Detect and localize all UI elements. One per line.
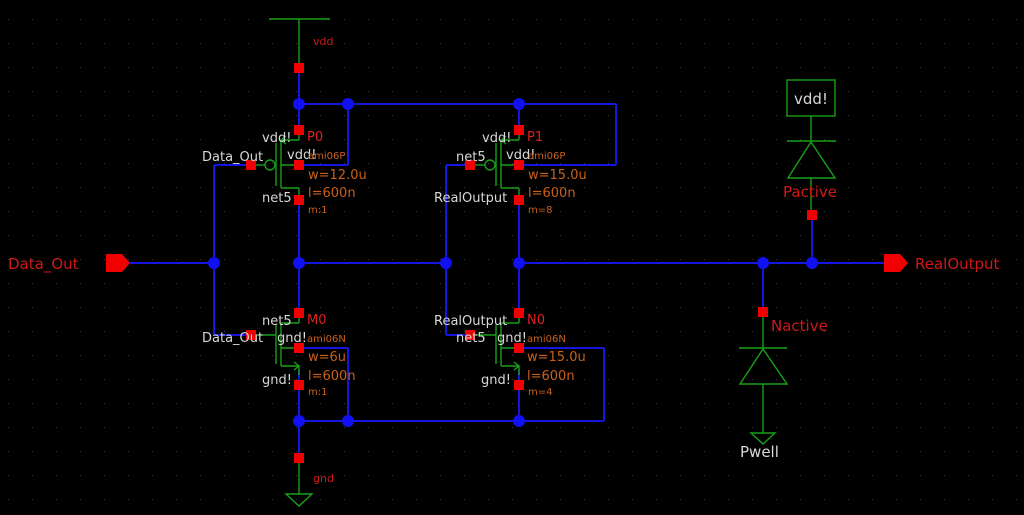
p1-multiplier: m=8 — [528, 205, 552, 216]
n0-multiplier: m=4 — [528, 387, 552, 398]
m0-length: l=600n — [308, 369, 356, 384]
junction-dot — [513, 415, 525, 427]
transistor-n0[interactable]: RealOutput net5 gnd! gnd! N0 ami06N w=15… — [434, 308, 586, 398]
gnd-supply-symbol[interactable]: gnd — [284, 453, 334, 507]
gnd-pin[interactable] — [294, 453, 304, 463]
p1-width: w=15.0u — [528, 168, 587, 183]
transistor-p0[interactable]: vdd! Data_Out vdd! net5 P0 ami06P w=12.0… — [202, 125, 367, 216]
nactive-label: Nactive — [771, 317, 828, 335]
p1-source-net: vdd! — [482, 131, 511, 146]
m0-source-net: gnd! — [262, 373, 292, 388]
p1-instance-name: P1 — [527, 130, 543, 145]
p1-gate-net: net5 — [456, 150, 486, 165]
pwell-label: Pwell — [740, 443, 779, 461]
transistor-m0[interactable]: net5 Data_Out gnd! gnd! M0 ami06N w=6u l… — [202, 308, 356, 398]
m0-bulk-net: gnd! — [277, 331, 307, 346]
junction-dot — [513, 257, 525, 269]
transistor-p1[interactable]: vdd! net5 vdd! RealOutput P1 ami06P w=15… — [434, 125, 587, 216]
p0-instance-name: P0 — [307, 130, 323, 145]
junction-dot — [440, 257, 452, 269]
junction-dot — [293, 415, 305, 427]
n0-source-net: gnd! — [481, 373, 511, 388]
junction-dot — [293, 98, 305, 110]
input-port-data-out[interactable]: Data_Out — [8, 254, 130, 274]
n0-bulk-net: gnd! — [497, 331, 527, 346]
n0-gate-net: net5 — [456, 331, 486, 346]
p0-model: ami06P — [308, 151, 345, 162]
junction-dot — [208, 257, 220, 269]
p1-bulk-net: vdd! — [506, 148, 535, 163]
vdd-pin[interactable] — [294, 63, 304, 73]
p0-bulk-net: vdd! — [287, 148, 316, 163]
junction-dot — [293, 257, 305, 269]
input-port-label: Data_Out — [8, 255, 79, 274]
n0-width: w=15.0u — [527, 350, 586, 365]
wires — [130, 68, 884, 458]
input-pin-icon — [106, 254, 130, 272]
n0-drain-net: RealOutput — [434, 314, 507, 329]
junction-dot — [342, 415, 354, 427]
junction-dots — [208, 98, 818, 427]
vdd-supply-symbol[interactable]: vdd — [269, 18, 333, 73]
p0-multiplier: m:1 — [308, 205, 327, 216]
pactive-top-net: vdd! — [794, 90, 828, 108]
p0-width: w=12.0u — [308, 168, 367, 183]
n0-length: l=600n — [527, 369, 575, 384]
m0-drain-net: net5 — [262, 314, 292, 329]
junction-dot — [342, 98, 354, 110]
output-port-real-output[interactable]: RealOutput — [884, 254, 1000, 273]
p0-length: l=600n — [308, 186, 356, 201]
p0-gate-net: Data_Out — [202, 150, 263, 165]
p1-drain-net: RealOutput — [434, 191, 507, 206]
n0-instance-name: N0 — [527, 313, 545, 328]
pactive-label: Pactive — [783, 183, 837, 201]
p0-source-net: vdd! — [262, 131, 291, 146]
m0-width: w=6u — [308, 350, 346, 365]
m0-gate-net: Data_Out — [202, 331, 263, 346]
output-pin-icon — [884, 254, 908, 272]
p0-drain-net: net5 — [262, 191, 292, 206]
junction-dot — [513, 98, 525, 110]
diode-pactive[interactable]: vdd! Pactive — [783, 79, 837, 220]
p1-length: l=600n — [528, 186, 576, 201]
n0-model: ami06N — [527, 334, 566, 345]
junction-dot — [806, 257, 818, 269]
m0-multiplier: m:1 — [308, 387, 327, 398]
grid-dots — [8, 19, 1017, 500]
p1-model: ami06P — [528, 151, 565, 162]
vdd-label: vdd — [313, 35, 333, 48]
gnd-label: gnd — [313, 472, 334, 485]
output-port-label: RealOutput — [915, 255, 1000, 273]
diode-nactive[interactable]: Nactive Pwell — [738, 307, 828, 461]
m0-model: ami06N — [307, 334, 346, 345]
junction-dot — [757, 257, 769, 269]
m0-instance-name: M0 — [307, 313, 327, 328]
